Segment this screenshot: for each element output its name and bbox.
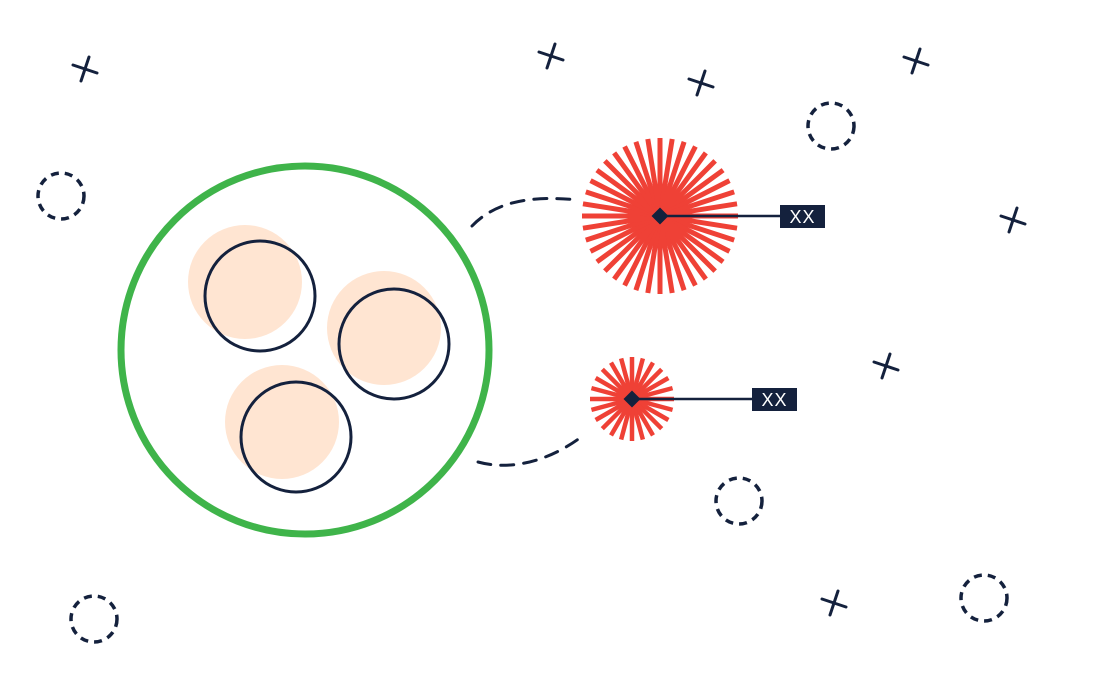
burst-ray [612,222,657,281]
cross-icon [537,42,565,70]
burst-ray [634,401,664,431]
burst-ray [663,151,708,210]
burst-ray [637,398,674,413]
cross-icon [820,589,848,617]
burst-ray [667,218,731,254]
burst-ray [612,151,657,210]
cross-icon [71,55,99,83]
burst-ray [665,221,717,273]
burst-ray [662,145,698,209]
burst-ray [659,225,675,294]
small-callout-label-box [752,388,797,411]
small-callout-marker [623,390,641,408]
burst-ray [669,215,738,231]
burst-ray [631,357,646,394]
burst-ray [668,189,735,216]
burst-ray [589,178,653,214]
burst-ray [645,138,661,207]
cross-icon [687,69,715,97]
upper-connector-arc [470,196,580,228]
burst-ray [618,357,633,394]
burst-ray [666,219,725,264]
small-callout-label: XX [761,390,787,410]
burst-ray [609,361,631,395]
dashed-circle-icon [806,101,856,151]
large-callout-label-box [780,205,825,228]
burst-ray [636,376,670,398]
burst-ray [633,141,660,208]
cell-shadow-3 [225,365,339,479]
burst-ray [634,367,664,397]
burst-ray [669,201,738,217]
cell-outline-3 [239,380,353,494]
small-burst-callout: XX [623,388,797,411]
burst-ray [594,376,628,398]
outer-green-circle [117,162,493,538]
burst-ray [660,224,687,291]
connector-arcs [470,196,587,467]
burst-ray [662,223,698,287]
cell-outline-2 [337,287,451,401]
burst-ray [585,216,652,243]
burst-ray [622,223,658,287]
burst-ray [618,404,633,441]
burst-ray [589,218,653,254]
cell-group [117,162,493,538]
burst-ray [645,225,661,294]
burst-ray [668,216,735,243]
burst-ray [633,224,660,291]
burst-ray [622,145,658,209]
cross-icon [902,47,930,75]
burst-ray [609,403,631,437]
decorative-dashed-circles [36,101,1009,644]
burst-ray [590,398,627,413]
cell-shadow-1 [188,225,302,339]
burst-ray [636,400,670,422]
cross-icon [872,352,900,380]
burst-ray [582,201,651,217]
burst-ray [590,385,627,400]
burst-ray [660,141,687,208]
cell-outline-1 [203,239,317,353]
burst-ray [637,385,674,400]
burst-ray [603,221,655,273]
burst-ray [594,400,628,422]
dashed-circle-icon [69,594,119,644]
burst-ray [600,367,630,397]
burst-ray [667,178,731,214]
large-burst-callout: XX [651,205,825,228]
dashed-circle-icon [714,476,764,526]
dashed-circle-icon [36,171,86,221]
large-callout-marker [651,207,669,225]
burst-ray [582,215,651,231]
burst-ray [585,189,652,216]
burst-ray [633,361,655,395]
burst-ray [595,219,654,264]
lower-connector-arc [476,432,587,467]
burst-ray [631,404,646,441]
burst-ray [600,401,630,431]
cell-shadow-2 [327,271,441,385]
burst-ray [603,159,655,211]
burst-ray [663,222,708,281]
burst-ray [595,168,654,213]
burst-ray [666,168,725,213]
burst-ray [659,138,675,207]
cross-icon [999,206,1027,234]
dashed-circle-icon [959,573,1009,623]
large-callout-label: XX [789,207,815,227]
decorative-crosses [71,42,1027,617]
burst-ray [665,159,717,211]
burst-ray [633,403,655,437]
